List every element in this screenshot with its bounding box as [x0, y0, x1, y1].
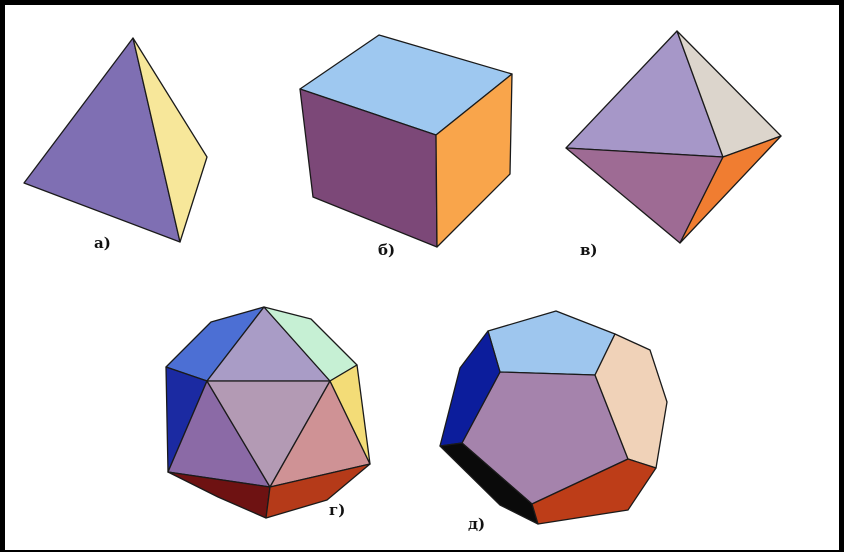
- octahedron: [565, 30, 782, 244]
- label-tetrahedron: а): [94, 234, 111, 252]
- label-dodecahedron: д): [468, 515, 486, 533]
- dodecahedron: [439, 310, 668, 525]
- tetrahedron-face-right: [132, 37, 208, 243]
- dodecahedron-face-top: [487, 310, 616, 376]
- cube-face-right: [435, 73, 513, 248]
- octahedron-face-lower-right: [679, 135, 782, 244]
- octahedron-face-lower-left: [565, 147, 724, 244]
- icosahedron: [165, 306, 371, 519]
- tetrahedron: [23, 37, 208, 243]
- figure-canvas: а) б) в) г) д): [5, 5, 839, 550]
- label-octahedron: в): [580, 241, 598, 259]
- label-cube: б): [378, 241, 396, 259]
- icosahedron-face-10: [265, 463, 371, 519]
- dodecahedron-face-bottom-right: [531, 458, 657, 525]
- icosahedron-face-8: [329, 364, 371, 465]
- label-icosahedron: г): [329, 501, 346, 519]
- cube: [299, 34, 513, 248]
